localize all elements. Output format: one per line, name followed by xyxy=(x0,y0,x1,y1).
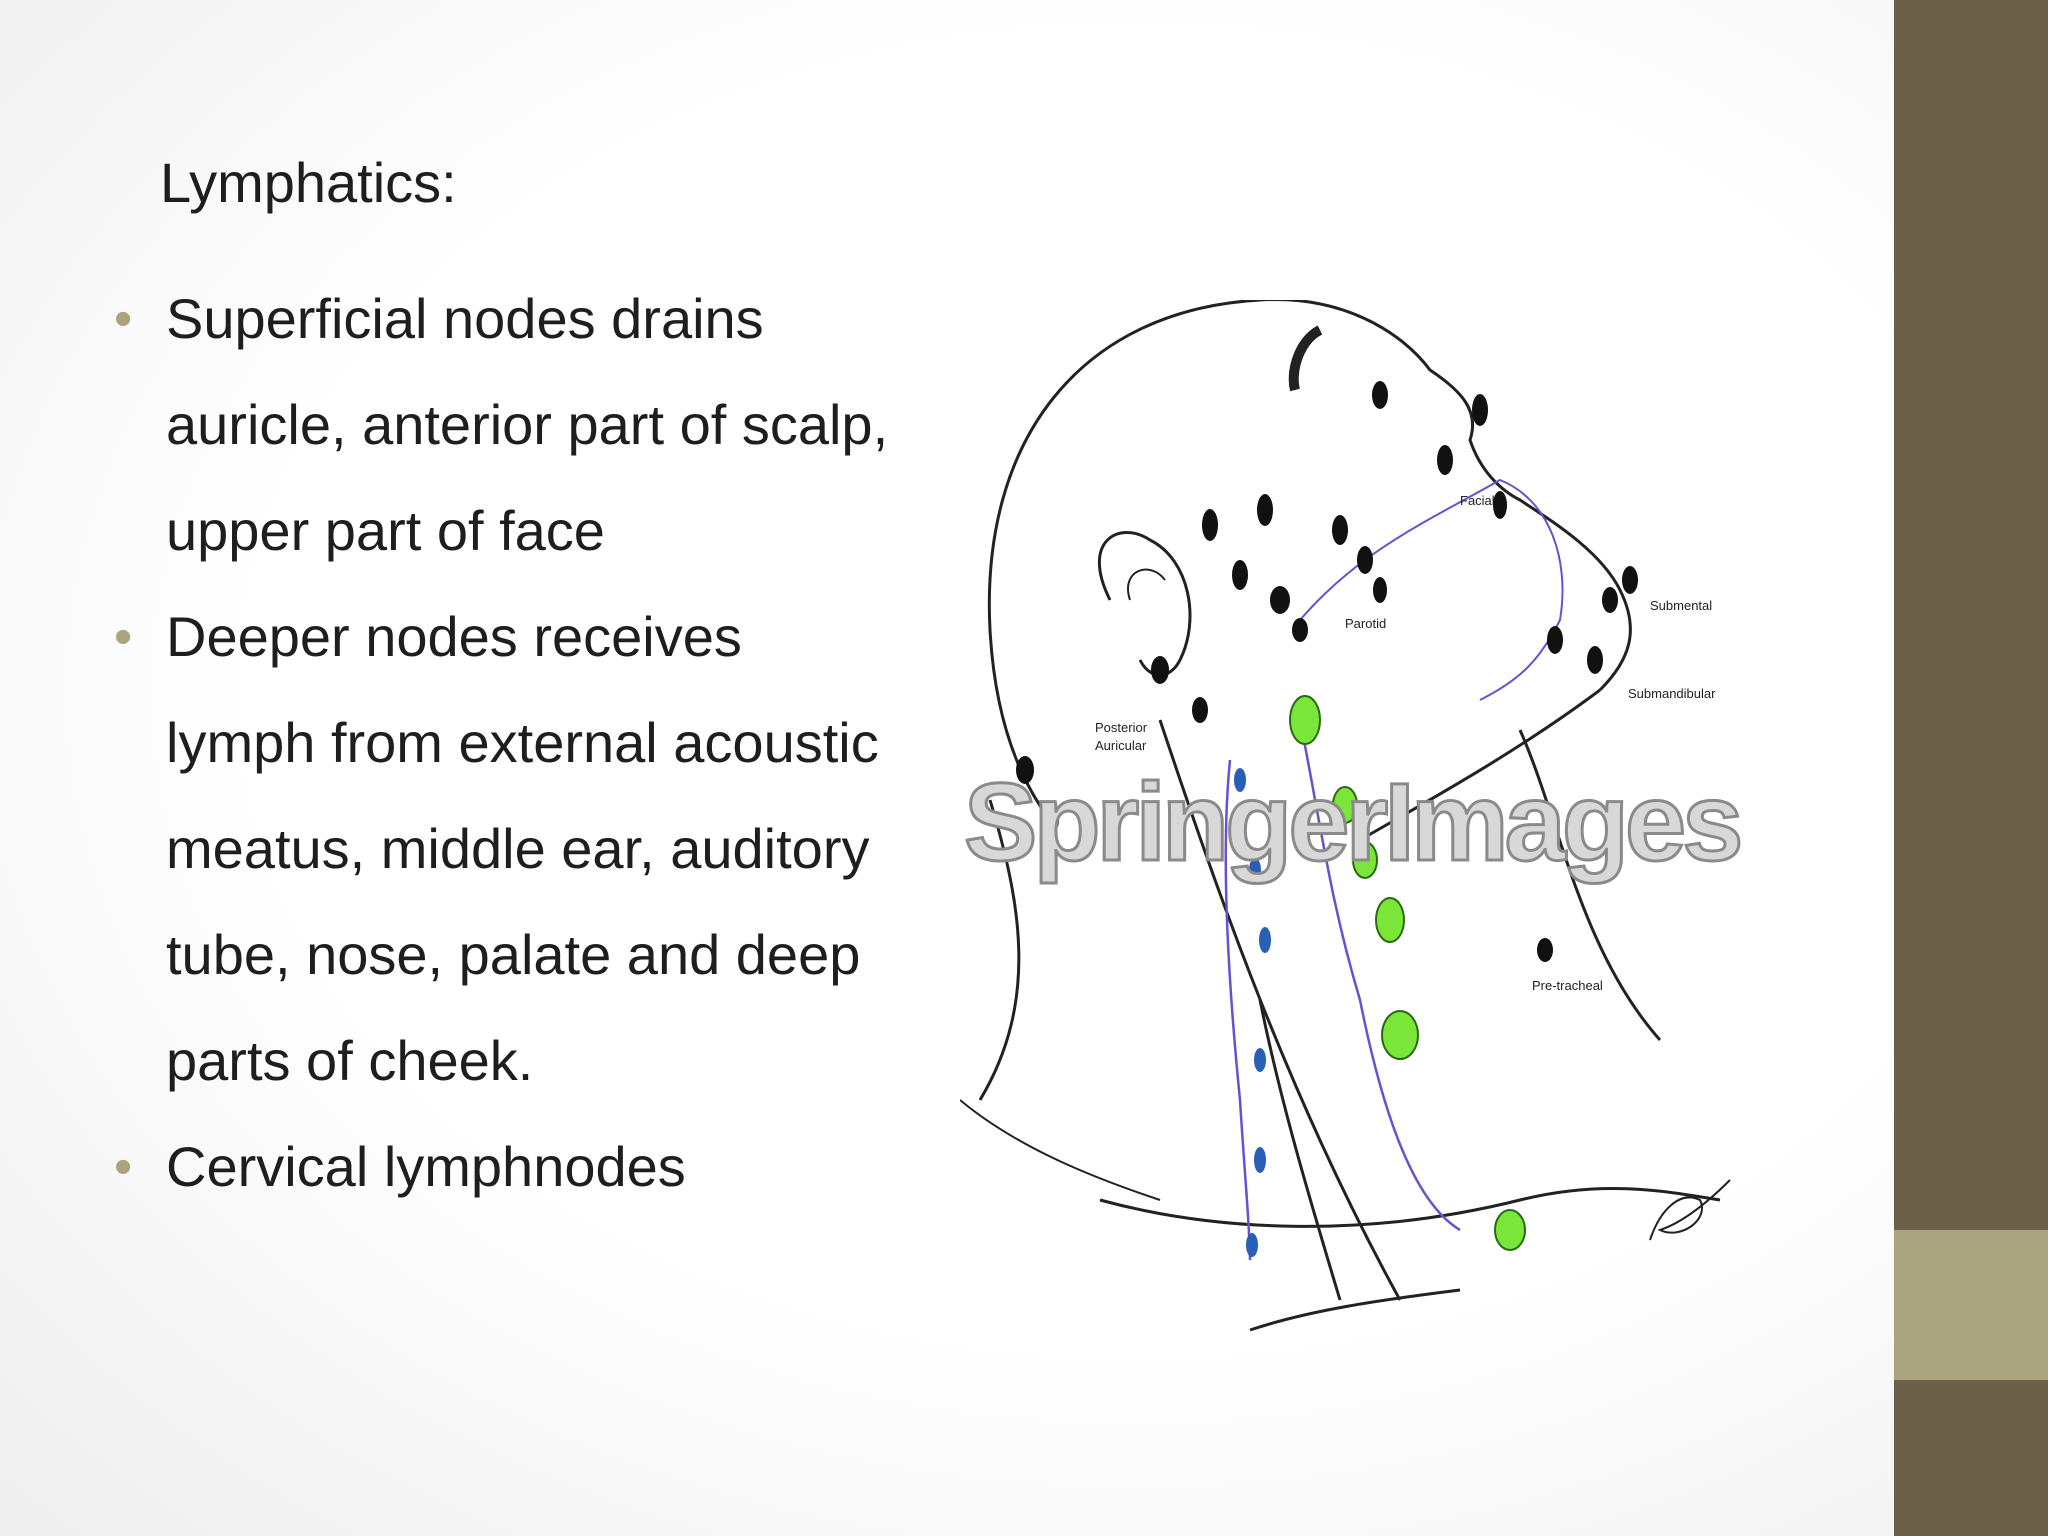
bullet-text: Cervical lymphnodes xyxy=(166,1135,686,1198)
lymph-node xyxy=(1151,656,1169,684)
base-line xyxy=(1249,1288,1461,1332)
lymph-node xyxy=(1373,577,1387,603)
signature-mark xyxy=(1649,1179,1731,1241)
lymph-node xyxy=(1472,394,1488,426)
jaw-line xyxy=(1359,688,1601,842)
neck-front xyxy=(1518,729,1662,1041)
bullet-text: Deeper nodes receives lymph from externa… xyxy=(166,605,879,1092)
lymph-node xyxy=(1602,587,1618,613)
lymph-node-green xyxy=(1289,695,1321,745)
head-outline xyxy=(987,300,1261,821)
lymph-node xyxy=(1202,509,1218,541)
lymph-node-green xyxy=(1375,897,1405,943)
hair-mark xyxy=(1288,325,1323,392)
superficial-vessel xyxy=(1224,759,1252,1261)
lymph-node xyxy=(1257,494,1273,526)
lymph-node-blue xyxy=(1254,1048,1266,1072)
lymph-node-green xyxy=(1332,786,1358,824)
face-profile xyxy=(1260,300,1632,692)
lymph-node xyxy=(1493,491,1507,519)
lymph-node-blue xyxy=(1246,1233,1258,1257)
lymph-node-green xyxy=(1381,1010,1419,1060)
trapezius-line xyxy=(1258,999,1342,1301)
label-submandibular: Submandibular xyxy=(1628,686,1716,701)
side-band-accent xyxy=(1894,1230,2048,1380)
lymph-node xyxy=(1016,756,1034,784)
lymph-node xyxy=(1537,938,1553,962)
lymph-node-green xyxy=(1352,841,1378,879)
label-submental: Submental xyxy=(1650,598,1712,613)
lymph-node-green xyxy=(1494,1209,1526,1251)
lymph-node xyxy=(1192,697,1208,723)
lymph-node xyxy=(1357,546,1373,574)
lymph-node-blue xyxy=(1234,768,1246,792)
bullet-dot-icon: • xyxy=(114,608,133,666)
label-pretracheal: Pre-tracheal xyxy=(1532,978,1603,993)
lymph-node xyxy=(1587,646,1603,674)
label-posterior: Posterior xyxy=(1095,720,1148,735)
bullet-dot-icon: • xyxy=(114,1138,133,1196)
lymph-node-blue xyxy=(1254,1147,1266,1173)
head-neck-lymph-nodes-icon: Facial Parotid Submental Submandibular P… xyxy=(960,300,1780,1340)
bullet-item: • Superficial nodes drains auricle, ante… xyxy=(110,266,890,584)
lymph-diagram-svg: Facial Parotid Submental Submandibular P… xyxy=(960,300,1745,1332)
bullet-dot-icon: • xyxy=(114,290,133,348)
bullet-list: • Superficial nodes drains auricle, ante… xyxy=(110,266,890,1220)
lymph-node xyxy=(1292,618,1308,642)
lymph-node xyxy=(1270,586,1290,614)
lymph-node xyxy=(1622,566,1638,594)
watermark-text: SpringerImages xyxy=(964,761,1739,884)
lymph-node xyxy=(1232,560,1248,590)
label-auricular: Auricular xyxy=(1095,738,1147,753)
label-facial: Facial xyxy=(1460,493,1495,508)
clavicle-line xyxy=(1099,1186,1721,1228)
neck-back xyxy=(978,799,1021,1101)
lymph-node xyxy=(1041,806,1059,834)
lymph-node xyxy=(1547,626,1563,654)
slide-heading: Lymphatics: xyxy=(160,151,457,214)
shoulder-line xyxy=(960,1099,1161,1201)
lymph-node xyxy=(1332,515,1348,545)
lymph-node-blue xyxy=(1249,858,1261,882)
ear-inner xyxy=(1127,568,1166,601)
slide: Lymphatics: • Superficial nodes drains a… xyxy=(0,0,1894,1536)
lymph-node-blue xyxy=(1259,927,1271,953)
ear-outline xyxy=(1097,531,1192,677)
deep-vessel xyxy=(1298,719,1461,1232)
label-parotid: Parotid xyxy=(1345,616,1386,631)
bullet-item: • Cervical lymphnodes xyxy=(110,1114,890,1220)
bullet-item: • Deeper nodes receives lymph from exter… xyxy=(110,584,890,1114)
lymph-node xyxy=(1437,445,1453,475)
lymph-node xyxy=(1372,381,1388,409)
bullet-text: Superficial nodes drains auricle, anteri… xyxy=(166,287,889,562)
facial-vessel xyxy=(1299,478,1564,701)
